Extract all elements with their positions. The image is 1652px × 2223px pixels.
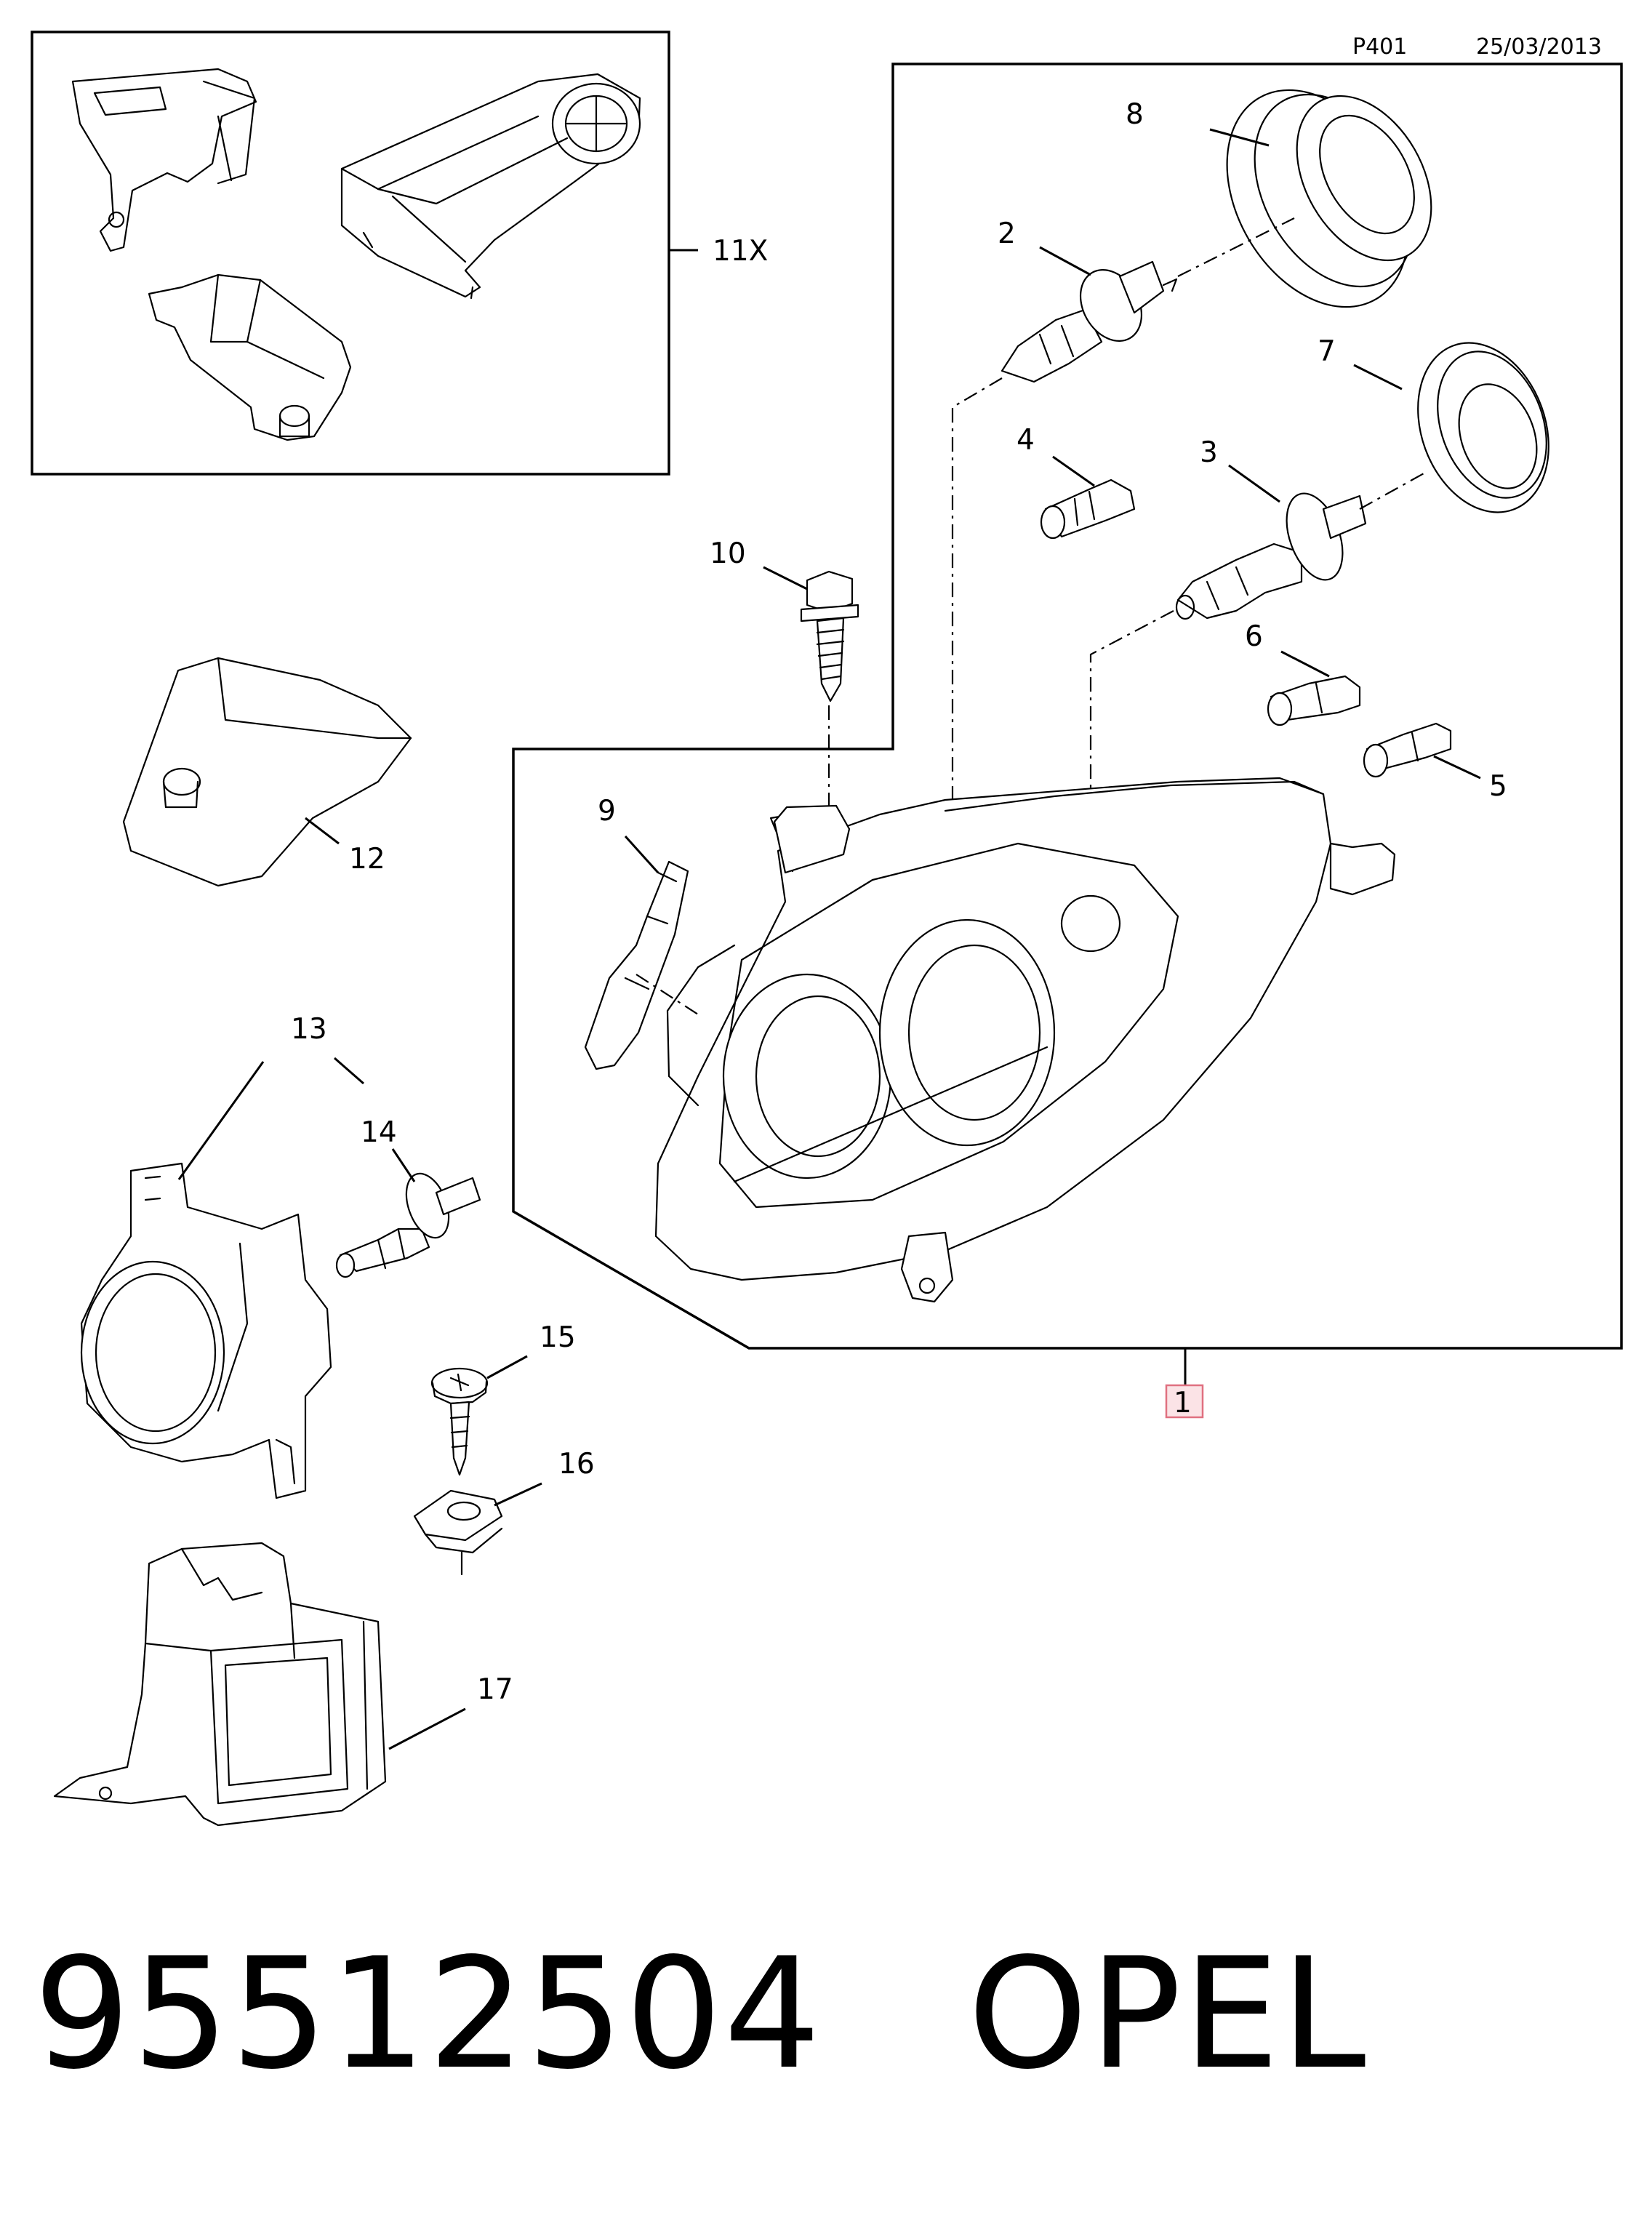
callout-3: 3: [1200, 436, 1218, 469]
callout-6: 6: [1245, 620, 1263, 653]
bulb-5: [1363, 722, 1452, 778]
page-code: P401: [1352, 34, 1407, 60]
callout-1-highlight: [1165, 1384, 1204, 1419]
callout-15: 15: [540, 1321, 576, 1354]
callout-8: 8: [1126, 98, 1144, 131]
callout-10: 10: [710, 537, 746, 570]
bulb-cap-7: [1417, 342, 1549, 513]
bulb-cap-8: [1226, 89, 1432, 308]
bracket-kit-inset: [31, 31, 698, 476]
fog-lamp-13: [80, 1162, 332, 1499]
housing-17: [53, 1542, 387, 1827]
callout-4: 4: [1017, 424, 1035, 457]
callout-12: 12: [349, 843, 385, 876]
clip-nut-16: [413, 1489, 503, 1576]
callout-11x: 11X: [713, 235, 768, 268]
bulb-6: [1267, 675, 1361, 726]
cover-12: [122, 657, 412, 887]
callout-5: 5: [1489, 770, 1507, 803]
bolt-10: [800, 570, 859, 702]
callout-13: 13: [291, 1013, 327, 1046]
diagram-date: 25/03/2013: [1476, 34, 1602, 60]
bulb-14: [335, 1172, 481, 1278]
callout-17: 17: [477, 1673, 513, 1706]
callout-2: 2: [998, 217, 1016, 250]
callout-7: 7: [1318, 335, 1336, 368]
bulb-2: [1001, 260, 1178, 383]
callout-9: 9: [598, 795, 616, 828]
bracket-c: [148, 273, 352, 441]
adjuster-9: [584, 860, 689, 1070]
callout-14: 14: [361, 1116, 397, 1149]
part-number: 95512504: [33, 1925, 822, 2103]
headlamp-unit: [654, 777, 1396, 1303]
callout-16: 16: [558, 1448, 595, 1481]
bulb-4: [1040, 478, 1136, 540]
bulb-3: [1175, 492, 1367, 620]
bracket-a: [71, 68, 257, 252]
callout-1: 1: [1174, 1387, 1192, 1419]
bracket-b: [340, 73, 641, 300]
brand-name: OPEL: [967, 1925, 1368, 2103]
screw-15: [430, 1367, 489, 1476]
